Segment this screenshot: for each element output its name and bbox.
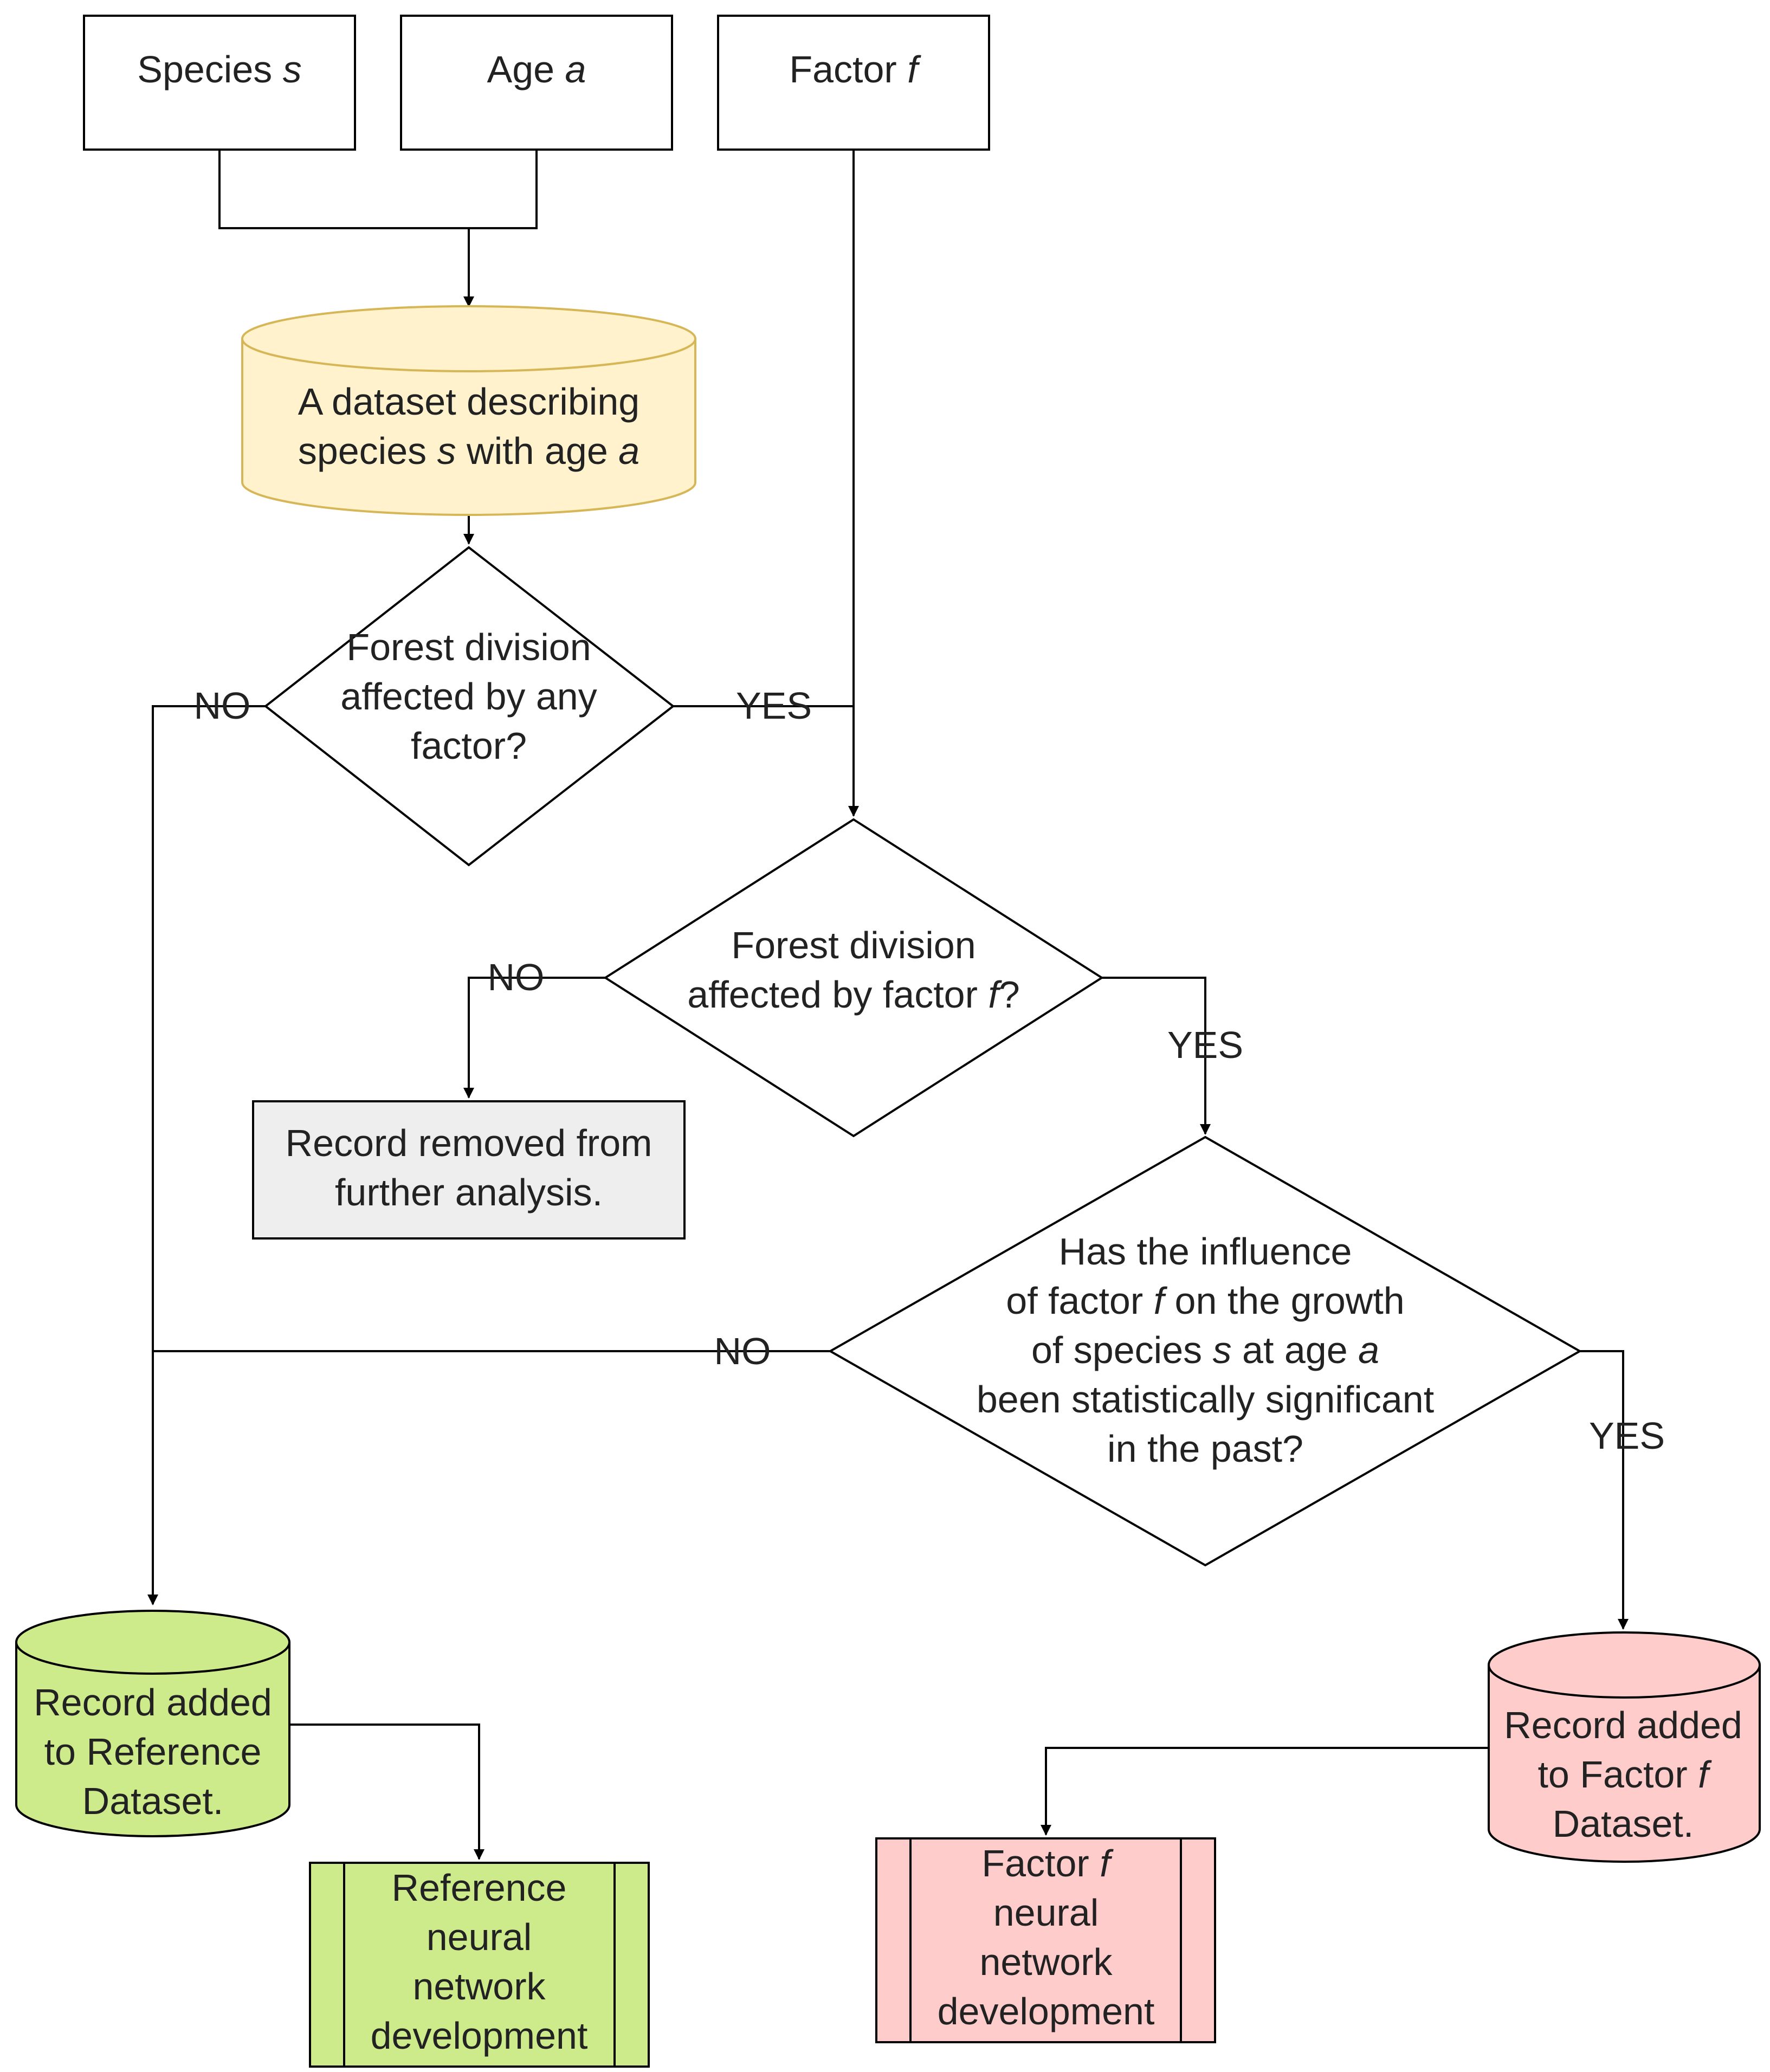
removed-line: Record removed from — [286, 1122, 653, 1164]
decision1-line: Forest division — [346, 626, 591, 668]
edge-species-to-dataset — [218, 150, 474, 307]
factor-nn-line: network — [979, 1941, 1113, 1983]
edge-ref-dataset-to-nn — [287, 1724, 485, 1860]
ref-nn-line: neural — [427, 1916, 532, 1958]
decision3-no-label: NO — [714, 1330, 771, 1372]
factor-dataset-line: Dataset. — [1553, 1803, 1694, 1845]
factor-dataset-line: to Factor f — [1538, 1753, 1712, 1796]
record-removed-label: Record removed from further analysis. — [286, 1122, 653, 1213]
factor-line: Factor f — [789, 48, 921, 91]
dataset-cylinder — [241, 305, 696, 516]
decision2-no-label: NO — [488, 956, 545, 998]
decision3-line: of species s at age a — [1031, 1329, 1379, 1371]
decision3-yes-label: YES — [1589, 1415, 1665, 1457]
edge-decision2-yes — [1102, 977, 1211, 1135]
factor-dataset-line: Record added — [1504, 1704, 1742, 1746]
ref-dataset-line: Record added — [34, 1681, 272, 1724]
decision1-line: affected by any — [340, 675, 597, 718]
ref-dataset-line: Dataset. — [82, 1780, 224, 1822]
species-line: Species s — [137, 48, 301, 91]
ref-nn-line: Reference — [392, 1867, 567, 1909]
reference-dataset-cylinder — [15, 1610, 290, 1837]
reference-nn-process — [309, 1862, 650, 2068]
factor-nn-line: Factor f — [981, 1842, 1114, 1884]
factor-nn-process — [875, 1837, 1216, 2043]
age-line: Age a — [487, 48, 586, 91]
age-label: Age a — [487, 48, 586, 91]
species-label: Species s — [137, 48, 301, 91]
factor-nn-line: development — [938, 1990, 1155, 2032]
decision3-line: of factor f on the growth — [1006, 1280, 1404, 1322]
species-box — [83, 15, 356, 151]
decision2-line: affected by factor f? — [687, 973, 1020, 1016]
decision1-no-label: NO — [194, 685, 251, 727]
decision3-line: in the past? — [1107, 1428, 1303, 1470]
factor-dataset-label: Record added to Factor f Dataset. — [1504, 1704, 1742, 1845]
edges — [147, 150, 1629, 1860]
decision3-line: Has the influence — [1059, 1230, 1352, 1273]
decision2-line: Forest division — [731, 924, 976, 966]
age-box — [400, 15, 673, 151]
edge-age-to-dataset — [469, 150, 538, 229]
decision-significant-label: Has the influence of factor f on the grow… — [977, 1230, 1434, 1470]
removed-line: further analysis. — [335, 1171, 603, 1213]
decision-significant — [828, 1135, 1582, 1567]
factor-box — [717, 15, 990, 151]
dataset-label: A dataset describing species s with age a — [298, 380, 639, 472]
decision-any-factor — [263, 546, 675, 867]
edge-decision2-no — [463, 977, 605, 1099]
factor-nn-label: Factor f neural network development — [938, 1842, 1155, 2032]
decision2-yes-label: YES — [1167, 1024, 1243, 1066]
decision-factor-f — [603, 818, 1104, 1138]
ref-nn-line: development — [371, 2015, 588, 2057]
factor-nn-line: neural — [993, 1892, 1099, 1934]
ref-nn-line: network — [412, 1965, 546, 2008]
decision3-line: been statistically significant — [977, 1378, 1434, 1421]
factor-label: Factor f — [789, 48, 921, 91]
dataset-line: A dataset describing — [298, 380, 639, 423]
decision-factor-f-label: Forest division affected by factor f? — [687, 924, 1020, 1016]
reference-nn-label: Reference neural network development — [371, 1867, 588, 2057]
edge-factor-dataset-to-nn — [1041, 1747, 1489, 1836]
edge-decision3-yes — [1580, 1350, 1629, 1630]
edge-decision1-no — [147, 705, 266, 1605]
dataset-line: species s with age a — [298, 430, 639, 472]
factor-dataset-cylinder — [1488, 1631, 1761, 1863]
decision1-yes-label: YES — [736, 685, 812, 727]
record-removed-box — [252, 1100, 686, 1240]
decision1-line: factor? — [411, 725, 527, 767]
ref-dataset-line: to Reference — [44, 1731, 262, 1773]
decision-any-factor-label: Forest division affected by any factor? — [340, 626, 597, 767]
